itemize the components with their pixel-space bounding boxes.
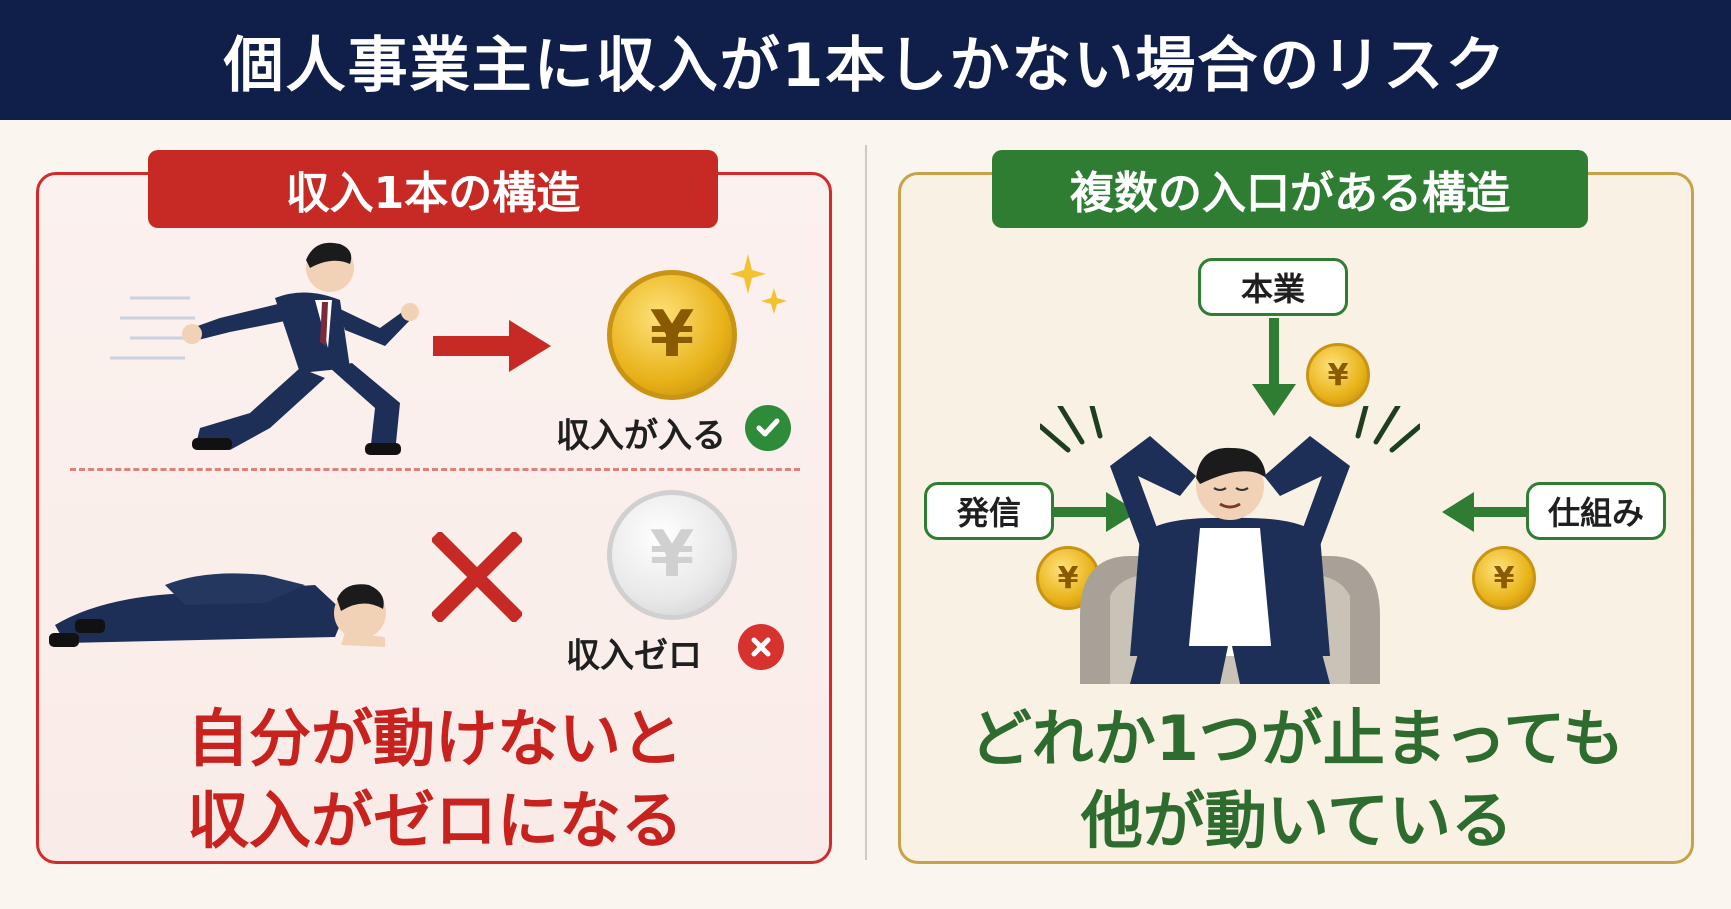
source-main-business: 本業	[1198, 258, 1348, 316]
arrow-right-icon	[1054, 492, 1138, 532]
arrow-down-icon	[1252, 318, 1296, 416]
multi-income-conclusion: どれか1つが止まっても 他が動いている	[900, 698, 1694, 862]
flow-arrow-right-icon	[433, 320, 551, 372]
header-bar: 個人事業主に収入が1本しかない場合のリスク	[0, 0, 1731, 120]
yen-coin-small-icon: ¥	[1306, 343, 1370, 407]
income-in-label: 収入が入る	[556, 416, 726, 456]
collapsed-businessman-illustration	[49, 573, 386, 647]
multi-income-tab: 複数の入口がある構造	[992, 150, 1588, 228]
running-businessman-illustration	[110, 242, 419, 455]
cross-mark-icon	[432, 532, 522, 622]
yen-symbol: ¥	[649, 298, 695, 372]
conclusion-line-2: 他が動いている	[1080, 784, 1514, 857]
sparkle-icon	[730, 254, 787, 314]
yen-symbol: ¥	[1327, 357, 1349, 393]
relaxed-businessman-illustration	[1040, 406, 1420, 684]
conclusion-line-1: 自分が動けないと	[186, 702, 683, 775]
conclusion-line-1: どれか1つが止まっても	[969, 702, 1625, 775]
source-system: 仕組み	[1526, 482, 1666, 540]
separator-dashed-line	[70, 468, 800, 471]
income-zero-label: 収入ゼロ	[566, 636, 702, 676]
arrow-left-icon	[1442, 492, 1526, 532]
yen-symbol: ¥	[1057, 560, 1079, 596]
single-income-conclusion: 自分が動けないと 収入がゼロになる	[40, 698, 830, 862]
yen-coin-gold-icon: ¥	[607, 270, 737, 400]
error-x-icon	[738, 624, 784, 670]
conclusion-line-2: 収入がゼロになる	[186, 784, 683, 857]
yen-symbol: ¥	[649, 518, 695, 592]
page-title: 個人事業主に収入が1本しかない場合のリスク	[223, 30, 1508, 101]
single-income-tab: 収入1本の構造	[148, 150, 718, 228]
yen-coin-empty-icon: ¥	[607, 490, 737, 620]
yen-symbol: ¥	[1493, 560, 1515, 596]
check-icon	[745, 405, 791, 451]
source-publishing: 発信	[924, 482, 1054, 540]
center-divider	[865, 145, 867, 860]
yen-coin-small-icon: ¥	[1472, 546, 1536, 610]
